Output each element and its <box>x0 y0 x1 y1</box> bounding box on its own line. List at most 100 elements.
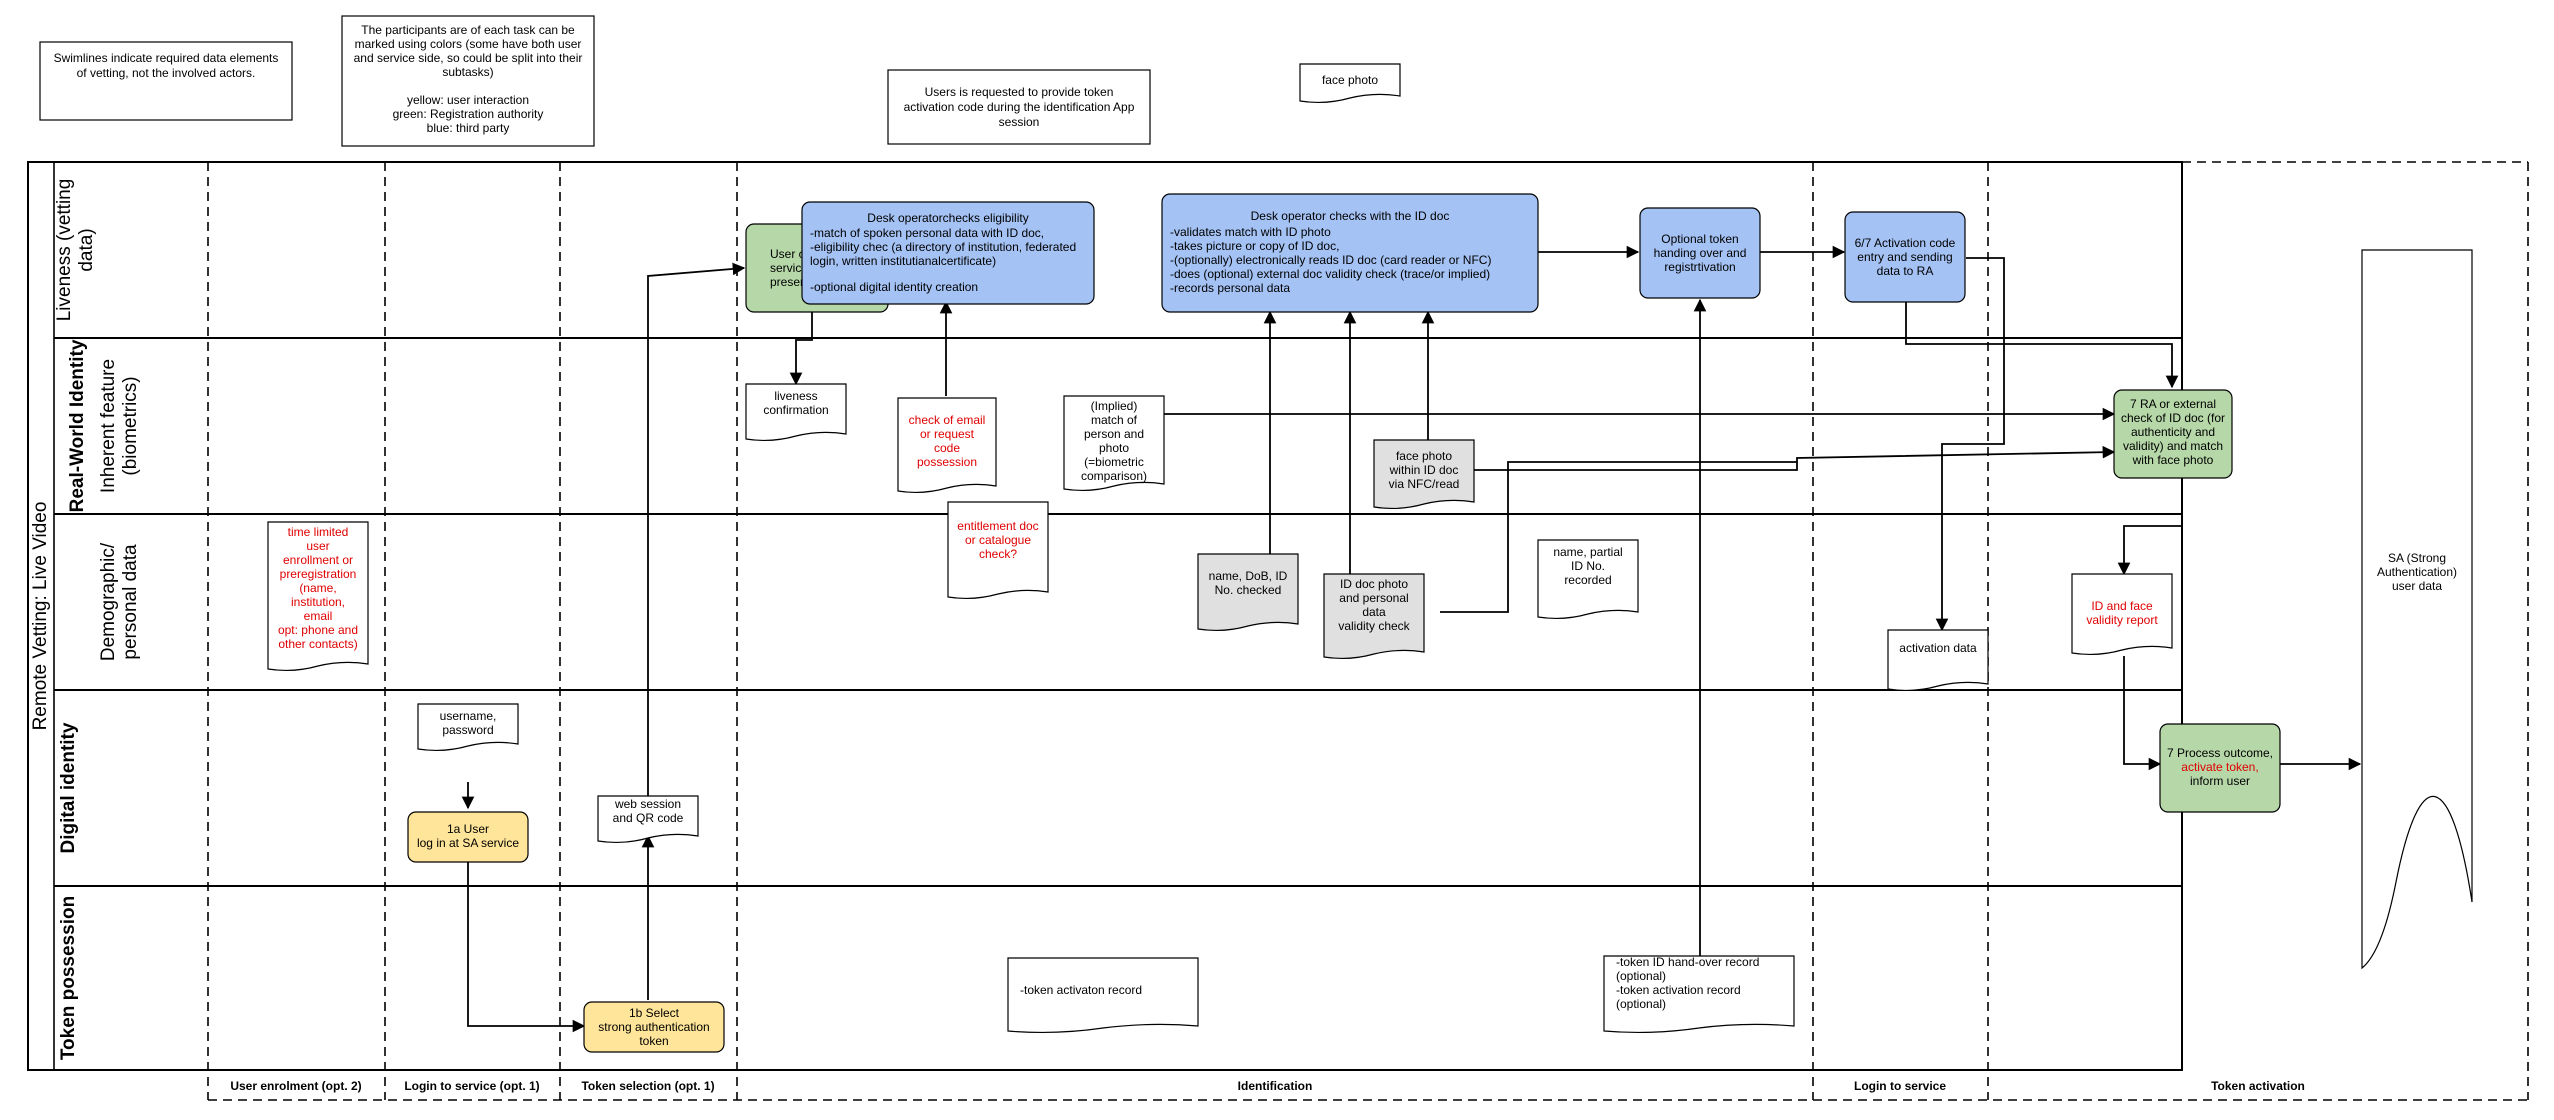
note-token-request-line: session <box>999 115 1040 129</box>
node-activation-code-line: entry and sending <box>1857 250 1952 264</box>
node-desk-eligibility-title: Desk operatorchecks eligibility <box>867 211 1028 225</box>
node-login-sa-line: 1a User <box>447 822 489 836</box>
node-ra-check-line: with face photo <box>2132 453 2214 467</box>
note-swimlines-line: Swimlines indicate required data element… <box>54 51 279 65</box>
doc-time-limited-line: enrollment or <box>283 553 353 567</box>
doc-time-limited-line: time limited <box>288 525 349 539</box>
phase-identification: Identification <box>1238 1079 1313 1093</box>
doc-id-face-report-line: ID and face <box>2091 599 2153 613</box>
phase-labels: User enrolment (opt. 2) Login to service… <box>230 1079 2305 1093</box>
doc-liveness-line: confirmation <box>763 403 828 417</box>
lane-liveness-label: Liveness (vettingdata) <box>54 179 97 322</box>
doc-web-session-line: web session <box>614 797 681 811</box>
phase-grid <box>207 161 2529 1101</box>
note-participants-line: green: Registration authority <box>393 107 544 121</box>
doc-face-photo-top: face photo <box>1299 63 1401 104</box>
doc-token-activation-record: -token activaton record <box>1007 957 1199 1034</box>
doc-check-email-line: check of email <box>909 413 986 427</box>
group-real-world-identity: Real-World Identity <box>67 339 88 512</box>
lane-demographic-line: Demographic/ <box>98 542 119 661</box>
note-swimlines: Swimlines indicate required data element… <box>39 41 293 121</box>
node-process-outcome-activate: activate token, <box>2181 760 2258 774</box>
note-token-request-line: Users is requested to provide token <box>925 85 1114 99</box>
lane-inherent-label: Inherent feature(biometrics) <box>98 359 141 493</box>
node-activation-code-line: data to RA <box>1877 264 1934 278</box>
svg-text:The participants are of each t: The participants are of each task can be… <box>354 23 583 135</box>
doc-entitlement-line: or catalogue <box>965 533 1031 547</box>
node-user-service-line: servic <box>770 261 801 275</box>
doc-time-limited-line: opt: phone and <box>278 623 358 637</box>
note-participants-line: yellow: user interaction <box>407 93 529 107</box>
lane-digital-label: Digital identity <box>58 722 79 853</box>
doc-name-partial-line: ID No. <box>1571 559 1605 573</box>
svg-text:-token ID hand-over record(opt: -token ID hand-over record(optional)-tok… <box>1616 955 1759 1011</box>
node-ra-check-line: authenticity and <box>2131 425 2215 439</box>
node-optional-token-line: Optional token <box>1661 232 1738 246</box>
doc-time-limited-line: user <box>306 539 329 553</box>
node-select-token-line: 1b Select <box>629 1006 680 1020</box>
lane-liveness-line: data) <box>76 228 97 271</box>
doc-activation-data-label: activation data <box>1899 641 1977 655</box>
node-ra-check-line: 7 RA or external <box>2130 397 2216 411</box>
doc-web-session-line: and QR code <box>613 811 684 825</box>
lane-liveness-line: Liveness (vetting <box>54 179 75 322</box>
node-desk-id-line: -validates match with ID photo <box>1170 225 1331 239</box>
edges <box>461 245 2362 1033</box>
doc-token-handover-line: -token activation record <box>1616 983 1741 997</box>
doc-id-doc-photo-line: validity check <box>1338 619 1410 633</box>
doc-implied-match-line: match of <box>1091 413 1138 427</box>
doc-username-line: username, <box>440 709 497 723</box>
lane-demographic-line: personal data <box>120 544 141 660</box>
node-desk-eligibility-line: -optional digital identity creation <box>810 280 978 294</box>
svg-text:username,password: username,password <box>440 709 497 737</box>
note-swimlines-line: of vetting, not the involved actors. <box>77 66 256 80</box>
node-optional-token-line: registrtivation <box>1664 260 1735 274</box>
doc-check-email-line: code <box>934 441 960 455</box>
doc-time-limited-line: email <box>304 609 333 623</box>
doc-face-photo-top-label: face photo <box>1322 73 1378 87</box>
doc-id-face-report-line: validity report <box>2086 613 2158 627</box>
svg-text:-validates match with ID photo: -validates match with ID photo-takes pic… <box>1170 225 1491 295</box>
node-desk-id-line: -(optionally) electronically reads ID do… <box>1170 253 1491 267</box>
node-ra-check-line: validity) and match <box>2123 439 2223 453</box>
doc-implied-match-line: (Implied) <box>1091 399 1138 413</box>
node-desk-id-title: Desk operator checks with the ID doc <box>1251 209 1450 223</box>
node-ra-check-line: check of ID doc (for <box>2121 411 2225 425</box>
doc-check-email-line: possession <box>917 455 977 469</box>
lane-demographic-label: Demographic/personal data <box>98 542 141 661</box>
doc-activation-data: activation data <box>1887 629 1989 692</box>
doc-token-handover-line: (optional) <box>1616 997 1666 1011</box>
note-token-request-line: activation code during the identificatio… <box>904 100 1135 114</box>
note-participants-line: blue: third party <box>427 121 510 135</box>
doc-implied-match-line: photo <box>1099 441 1129 455</box>
lane-inherent-line: Inherent feature <box>98 359 119 493</box>
node-desk-id-line: -does (optional) external doc validity c… <box>1170 267 1490 281</box>
svg-text:Swimlines indicate required da: Swimlines indicate required data element… <box>54 51 279 80</box>
phase-token-selection: Token selection (opt. 1) <box>581 1079 714 1093</box>
doc-username: username,password <box>417 703 519 752</box>
doc-time-limited-line: other contacts) <box>278 637 357 651</box>
doc-face-photo-id-line: face photo <box>1396 449 1452 463</box>
doc-face-photo-id-line: via NFC/read <box>1389 477 1460 491</box>
node-user-service-line: User c <box>770 247 805 261</box>
